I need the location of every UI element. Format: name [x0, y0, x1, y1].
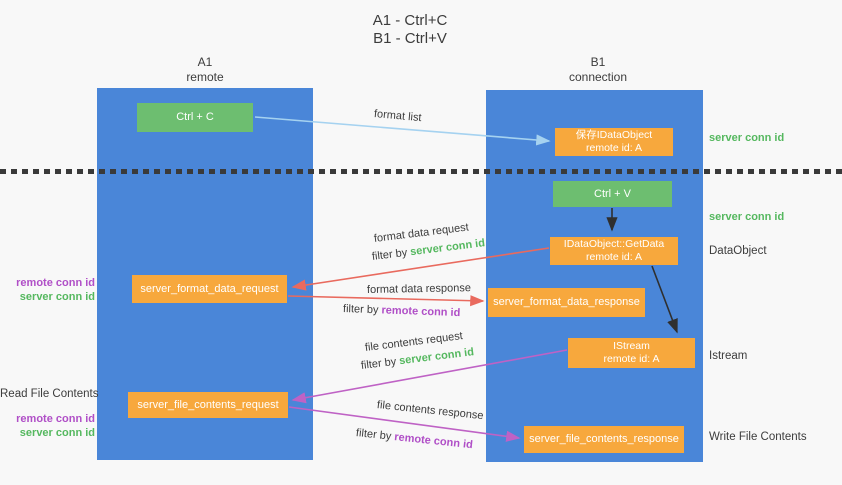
filter-by-text-4: filter by: [355, 427, 392, 443]
filter-remote-conn-id-4: remote conn id: [393, 431, 474, 452]
label-format-list: format list: [373, 108, 423, 125]
node-server-format-data-request: server_format_data_request: [132, 275, 287, 303]
filter-by-text-2: filter by: [342, 303, 379, 317]
label-server-conn-id-left-bottom: server conn id: [19, 427, 95, 439]
label-write-file-contents: Write File Contents: [709, 431, 807, 443]
node-format-response-label: server_format_data_response: [493, 296, 640, 308]
node-file-request-label: server_file_contents_request: [137, 398, 279, 411]
label-file-contents-response: file contents response: [376, 399, 485, 423]
filter-server-conn-id-3: server conn id: [398, 346, 475, 368]
label-format-data-response: format data response: [366, 282, 472, 296]
filter-remote-conn-id-2: remote conn id: [381, 304, 461, 320]
label-server-conn-id-left-top: server conn id: [19, 291, 95, 303]
node-ctrl-c: Ctrl + C: [137, 103, 253, 132]
filter-by-text-3: filter by: [360, 355, 397, 372]
node-server-file-contents-request: server_file_contents_request: [128, 392, 288, 418]
label-istream: Istream: [709, 350, 748, 362]
label-server-conn-id-top: server conn id: [709, 132, 785, 144]
label-server-conn-id-mid: server conn id: [709, 211, 785, 223]
arrow-format-data-response: [287, 295, 485, 307]
node-server-file-contents-response: server_file_contents_response: [524, 426, 684, 453]
node-format-request-label: server_format_data_request: [140, 282, 279, 295]
node-istream-line1: IStream: [613, 340, 650, 352]
filter-by-text-1: filter by: [371, 246, 408, 263]
lane-a1-subtitle: remote: [186, 70, 224, 84]
node-ctrl-v-label: Ctrl + V: [594, 187, 631, 200]
node-save-idataobject-line2: remote id: A: [585, 142, 643, 154]
label-read-file-contents: Read File Contents: [0, 388, 99, 400]
label-filter-by-remote-conn-id-2: filter by remote conn id: [343, 303, 461, 319]
title-line-2: B1 - Ctrl+V: [373, 30, 447, 47]
node-server-format-data-response: server_format_data_response: [488, 288, 645, 317]
node-istream-line2: remote id: A: [603, 353, 660, 365]
lane-b1-name: B1: [590, 55, 606, 69]
node-ctrl-v: Ctrl + V: [553, 181, 672, 207]
lane-a1-name: A1: [197, 55, 213, 69]
node-ctrl-c-label: Ctrl + C: [176, 111, 214, 123]
node-getdata-line1: IDataObject::GetData: [563, 238, 665, 250]
node-file-response-label: server_file_contents_response: [529, 433, 679, 445]
lane-b1-subtitle: connection: [568, 70, 628, 84]
node-idataobject-getdata: IDataObject::GetData remote id: A: [550, 237, 678, 265]
label-filter-by-remote-conn-id-4: filter by remote conn id: [355, 427, 473, 451]
label-dataobject: DataObject: [709, 245, 767, 257]
label-block-conn-ids-bottom: remote conn id server conn id: [0, 412, 95, 440]
node-getdata-line2: remote id: A: [585, 251, 643, 263]
node-istream: IStream remote id: A: [568, 338, 695, 368]
session-separator-line: [0, 169, 842, 174]
node-save-idataobject: 保存IDataObject remote id: A: [555, 128, 673, 156]
title-line-1: A1 - Ctrl+C: [372, 12, 448, 29]
node-save-idataobject-line1: 保存IDataObject: [575, 129, 653, 141]
label-block-conn-ids-top: remote conn id server conn id: [0, 276, 95, 304]
page-title: A1 - Ctrl+C B1 - Ctrl+V: [310, 12, 510, 48]
filter-server-conn-id-1: server conn id: [409, 237, 486, 259]
label-remote-conn-id-top: remote conn id: [16, 277, 95, 289]
label-remote-conn-id-bottom: remote conn id: [16, 413, 95, 425]
lane-header-a1: A1 remote: [150, 55, 260, 85]
lane-header-b1: B1 connection: [543, 55, 653, 85]
